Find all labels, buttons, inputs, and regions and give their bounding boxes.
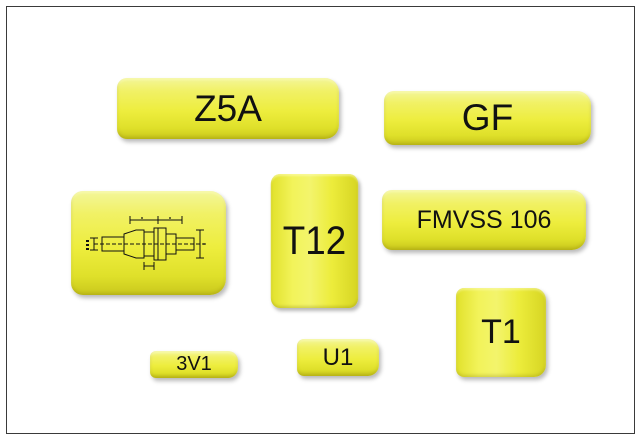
marker-sleeve-drawing: [71, 191, 226, 295]
marker-label: 3V1: [176, 353, 212, 375]
marker-label: U1: [322, 343, 354, 371]
fitting-technical-drawing-icon: [85, 216, 206, 270]
photo-frame: Z5A GF: [6, 6, 635, 434]
marker-sleeve-fmvss-106: FMVSS 106: [382, 190, 586, 250]
marker-sleeve-u1: U1: [297, 339, 379, 376]
marker-label: GF: [461, 97, 514, 138]
marker-sleeve-t1: T1: [456, 288, 546, 377]
marker-sleeve-z5a: Z5A: [117, 78, 339, 139]
marker-label: Z5A: [194, 87, 262, 129]
marker-label: T1: [481, 313, 521, 351]
marker-sleeve-3v1: 3V1: [150, 351, 238, 378]
marker-label: T12: [282, 218, 347, 263]
marker-sleeve-gf: GF: [384, 91, 591, 145]
marker-label: FMVSS 106: [416, 205, 552, 234]
marker-sleeve-t12: T12: [270, 174, 359, 308]
